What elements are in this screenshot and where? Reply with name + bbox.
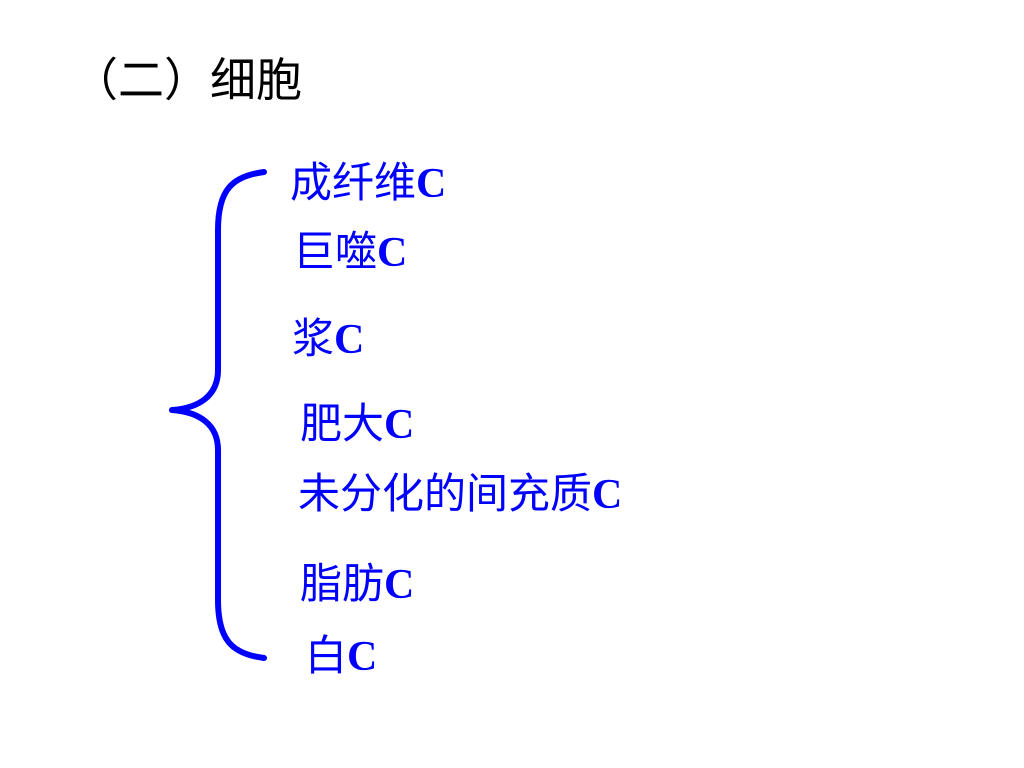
item-label: 巨噬 <box>293 227 378 276</box>
item-label: 成纤维 <box>290 158 417 207</box>
item-label: 浆 <box>292 314 335 363</box>
list-item: 成纤维C <box>290 157 446 210</box>
list-item: 巨噬C <box>293 226 407 279</box>
list-item: 脂肪C <box>300 558 414 611</box>
item-suffix: C <box>384 402 415 448</box>
item-label: 未分化的间充质 <box>298 469 593 518</box>
list-item: 白C <box>305 630 377 683</box>
list-item: 浆C <box>292 313 364 366</box>
item-label: 白 <box>305 631 348 680</box>
item-suffix: C <box>334 317 365 363</box>
item-suffix: C <box>377 230 408 276</box>
item-suffix: C <box>347 634 378 680</box>
item-label: 脂肪 <box>300 559 385 608</box>
list-item: 肥大C <box>300 398 414 451</box>
item-suffix: C <box>592 472 623 518</box>
curly-brace-icon <box>169 169 267 661</box>
page-title: （二）细胞 <box>72 53 302 107</box>
item-label: 肥大 <box>300 399 385 448</box>
item-suffix: C <box>416 161 447 207</box>
list-item: 未分化的间充质C <box>298 468 622 521</box>
item-suffix: C <box>384 562 415 608</box>
